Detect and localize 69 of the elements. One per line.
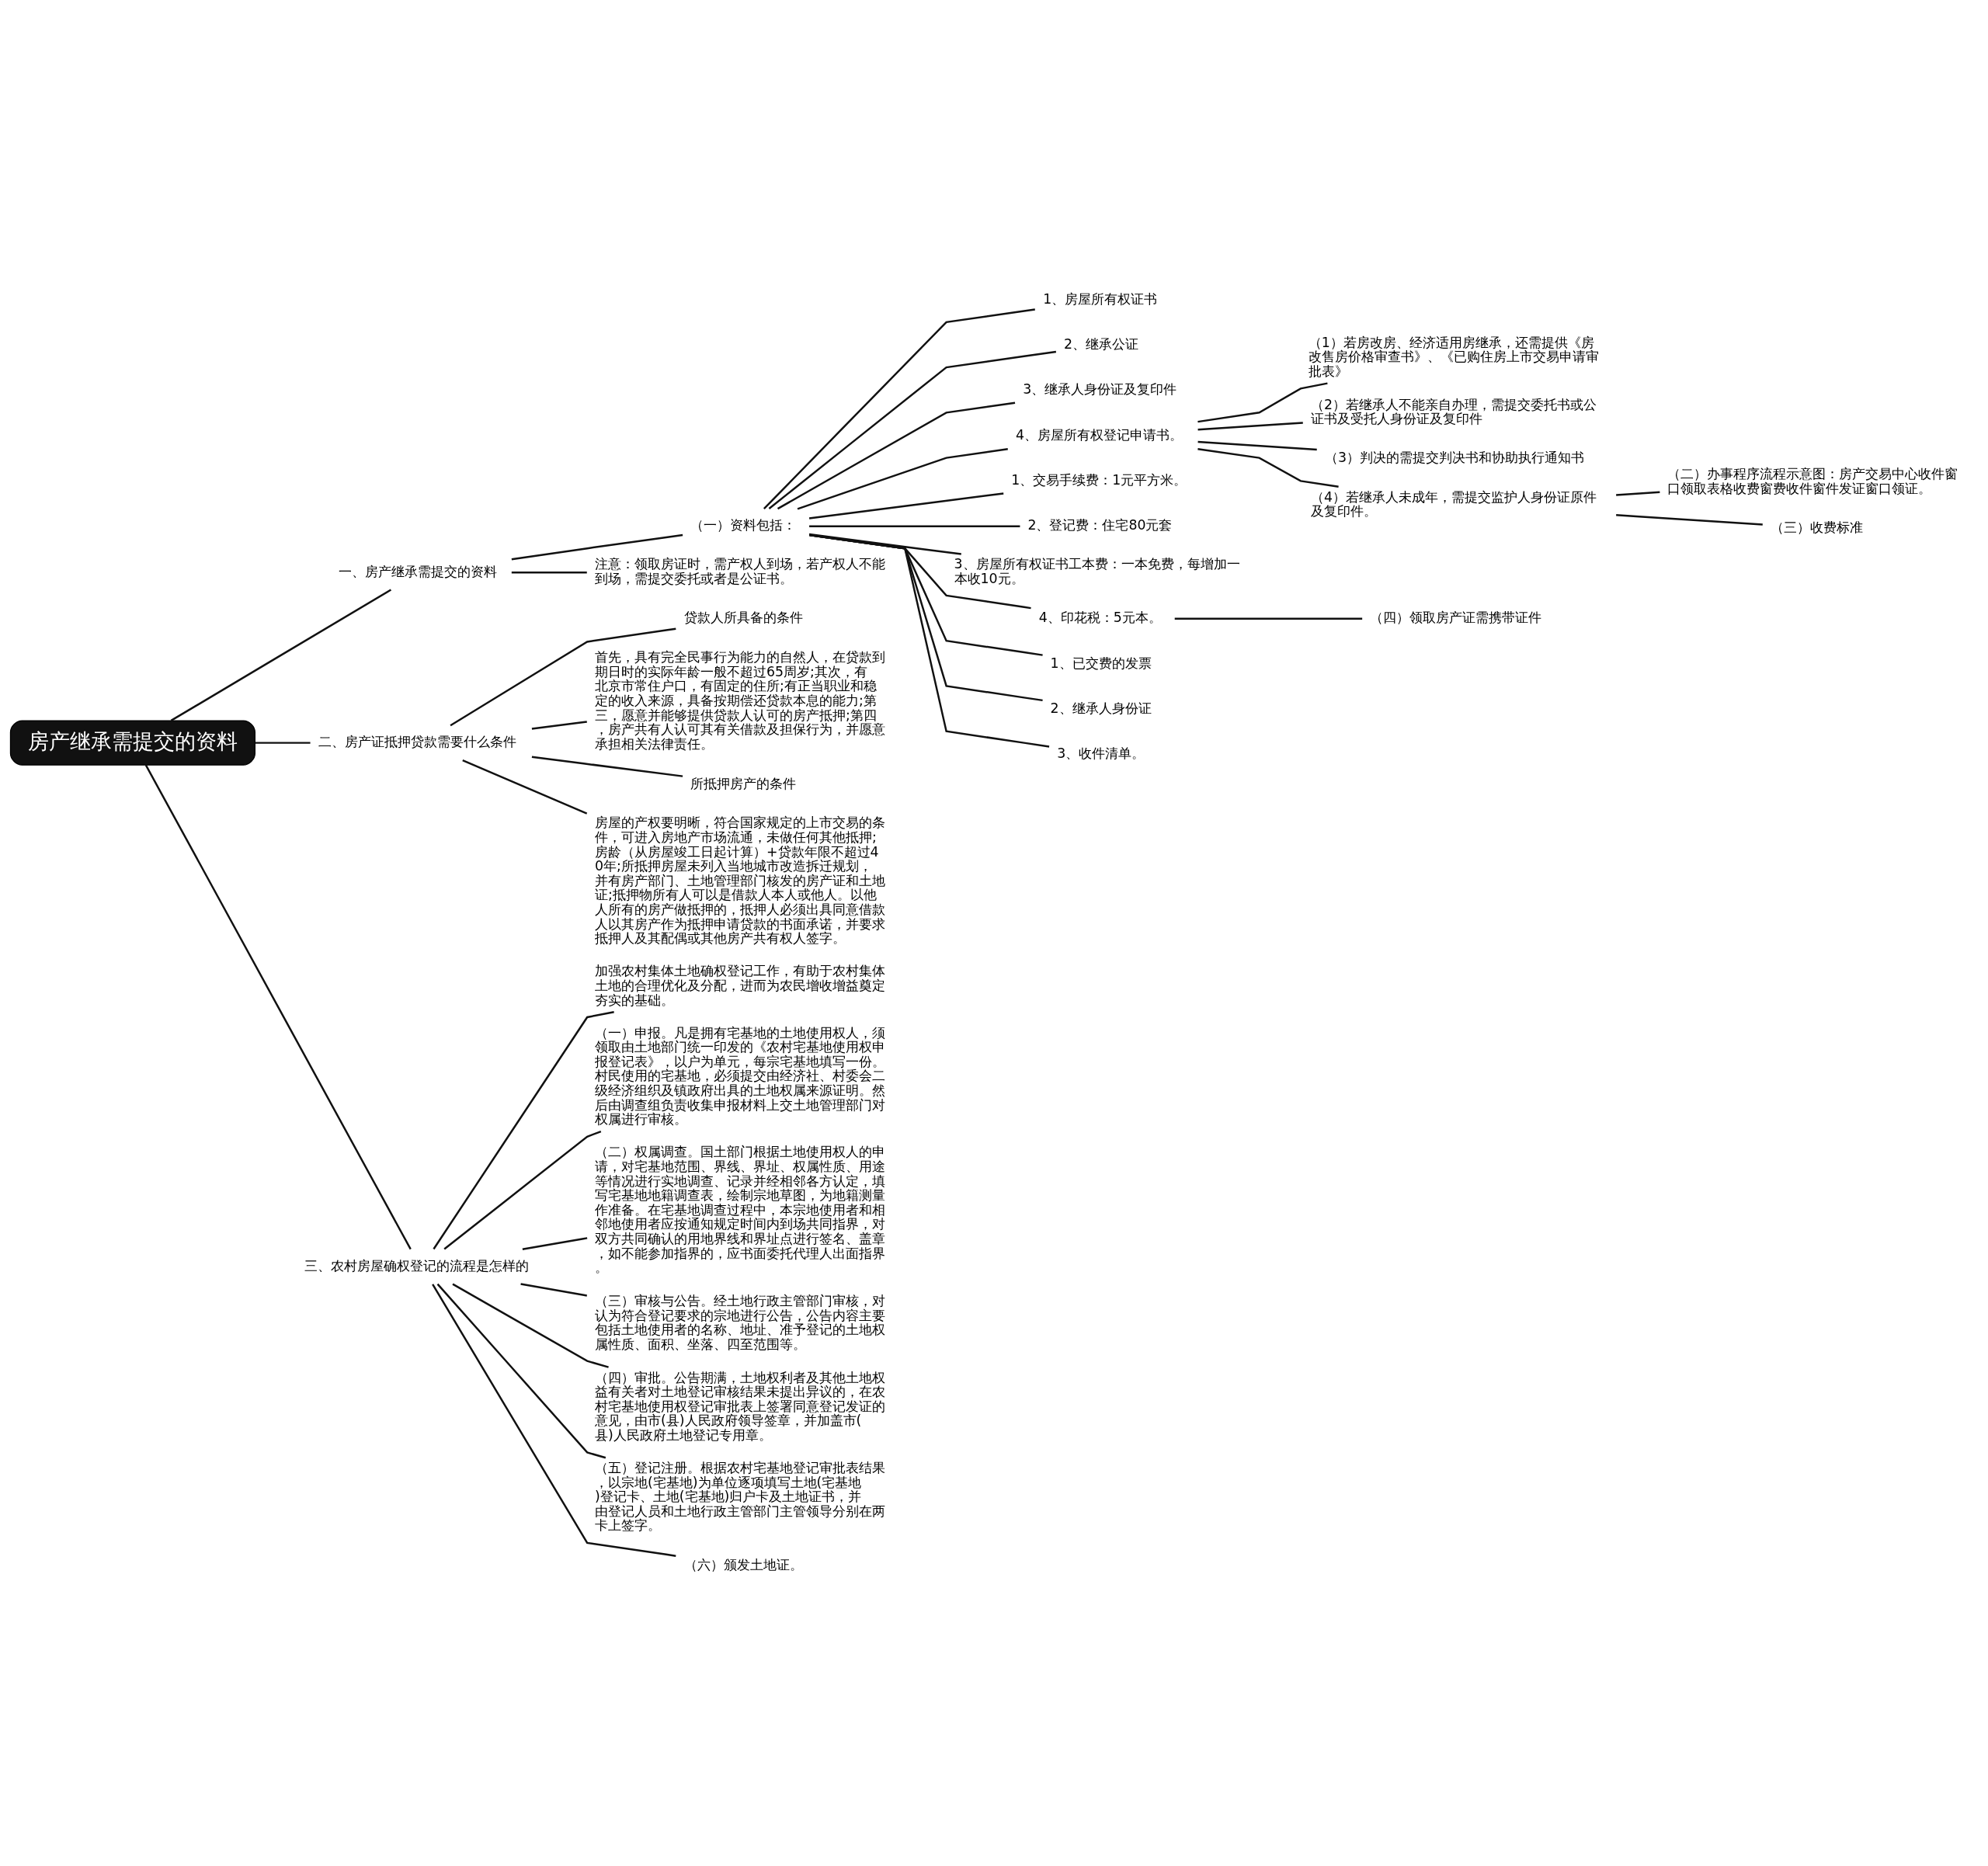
node-box: 房产继承需提交的资料 [9, 720, 255, 766]
node-text: 1、已交费的发票 [1050, 655, 1152, 671]
node-text: （六）颁发土地证。 [683, 1557, 803, 1573]
node-text: 3、收件清单。 [1057, 745, 1145, 762]
node-text: 1、房屋所有权证书 [1043, 290, 1158, 307]
connector [531, 756, 683, 777]
connector [1197, 448, 1339, 488]
connector [450, 627, 676, 727]
node-text: （1）若房改房、经济适用房继承，还需提供《房改售房价格审查书》、《已购住房上市交易申请审批表》 [1308, 334, 1599, 379]
node-text: （二）办事程序流程示意图：房产交易中心收件窗口领取表格收费窗费收件窗件发证窗口领证。 [1667, 465, 1958, 496]
node-text: （一）申报。凡是拥有宅基地的土地使用权人，须领取由土地部门统一印发的《农村宅基地使用权申报登记表》，以户为单元，每宗宅基地填写一份。村民使用的宅基地，必须提交由经济社、村委会二级经济组织及镇政府出具的土地权属来源证明。然后由调查组负责收集申报材料上交土地管理部门对权属进行审核。 [595, 1024, 886, 1128]
connector [1197, 440, 1317, 451]
node-text: 一、房产继承需提交的资料 [338, 563, 497, 579]
node-text: 三、农村房屋确权登记的流程是怎样的 [304, 1257, 529, 1274]
connector [170, 589, 392, 721]
node-text: 二、房产证抵押贷款需要什么条件 [318, 734, 516, 750]
connector [777, 401, 1016, 510]
connector [809, 533, 1043, 702]
connector [768, 350, 1057, 509]
connector [1174, 617, 1363, 620]
node-text: （四）领取房产证需携带证件 [1370, 610, 1542, 626]
connector [452, 1283, 609, 1368]
connector [255, 742, 311, 744]
connector [809, 533, 1031, 610]
node-text: （3）判决的需提交判决书和协助执行通知书 [1324, 450, 1584, 466]
node-text: 首先，具有完全民事行为能力的自然人，在贷款到期日时的实际年龄一般不超过65周岁;其次，有北京市常住户口，有固定的住所;有正当职业和稳定的收入来源，具备按期偿还贷款本息的能力;第三，愿意并能够提供贷款人认可的房产抵押;第四，房产共有人认可其有关借款及担保行为，并愿意承担相关法律责任。 [595, 649, 886, 752]
node-text: 3、房屋所有权证书工本费：一本免费，每增加一本收10元。 [954, 556, 1240, 587]
connector [797, 448, 1008, 510]
connector [1197, 382, 1328, 423]
node-text: 房屋的产权要明晰，符合国家规定的上市交易的条件，可进入房地产市场流通，未做任何其他抵押;房龄（从房屋竣工日起计算）+贷款年限不超过40年;所抵押房屋未列入当地城市改造拆迁规划，并有房产部门、土地管理部门核发的房产证和土地证;抵押物所有人可以是借款人本人或他人。以他人所有的房产做抵押的，抵押人必须出具同意借款人以其房产作为抵押申请贷款的书面承诺，并要求抵押人及其配偶或其他房产共有权人签字。 [595, 815, 886, 947]
node-text: 2、继承人身份证 [1050, 700, 1152, 716]
connector [808, 533, 961, 555]
connector [462, 759, 588, 815]
node-text: 所抵押房产的条件 [690, 775, 797, 791]
connector [511, 571, 587, 574]
node-text: （五）登记注册。根据农村宅基地登记审批表结果，以宗地(宅基地)为单位逐项填写土地(宅基地)登记卡、土地(宅基地)归户卡及土地证书，并由登记人员和土地行政主管部门主管领导分别在两卡上签字。 [595, 1460, 886, 1534]
connector [531, 721, 587, 730]
connector [520, 1283, 587, 1297]
connector [433, 1011, 614, 1250]
node-text: 1、交易手续费：1元平方米。 [1011, 471, 1187, 488]
connector [443, 1130, 602, 1250]
node-text: 4、印花税：5元本。 [1038, 610, 1162, 626]
node-text: 3、继承人身份证及复印件 [1023, 381, 1177, 398]
node-text: （一）资料包括： [690, 517, 797, 533]
node-text: 注意：领取房证时，需产权人到场，若产权人不能到场，需提交委托或者是公证书。 [595, 556, 886, 587]
connector [809, 525, 1020, 527]
node-text: （三）收费标准 [1770, 519, 1863, 535]
node-text: 2、登记费：住宅80元套 [1027, 517, 1173, 533]
node-text: （四）审批。公告期满，土地权利者及其他土地权益有关者对土地登记审核结果未提出异议的，在农村宅基地使用权登记审批表上签署同意登记发证的意见，由市(县)人民政府领导签章，并加盖市(县)人民政府土地登记专用章。 [595, 1369, 886, 1443]
node-text: 4、房屋所有权登记申请书。 [1015, 426, 1183, 443]
connector [809, 533, 1043, 656]
connector [1616, 514, 1763, 526]
node-text: （二）权属调查。国土部门根据土地使用权人的申请，对宅基地范围、界线、界址、权属性质、用途等情况进行实地调查、记录并经相邻各方认定，填写宅基地地籍调查表，绘制宗地草图，为地籍测量作准备。在宅基地调查过程中，本宗地使用者和相邻地使用者应按通知规定时间内到场共同指界，对双方共同确认的用地界线和界址点进行签名、盖章，如不能参加指界的，应书面委托代理人出面指界。 [595, 1144, 886, 1276]
connector [144, 764, 412, 1250]
connector [436, 1283, 606, 1459]
node-text: （4）若继承人未成年，需提交监护人身份证原件及复印件。 [1310, 488, 1597, 519]
connector [432, 1284, 676, 1557]
connector [522, 1237, 588, 1250]
connector [1197, 422, 1303, 431]
connector [808, 492, 1004, 519]
connector [1616, 491, 1660, 496]
connector [763, 308, 1035, 510]
node-text: 加强农村集体土地确权登记工作，有助于农村集体土地的合理优化及分配，进而为农民增收增益奠定夯实的基础。 [595, 963, 886, 1008]
node-text: 2、继承公证 [1063, 336, 1138, 353]
node-text: （三）审核与公告。经土地行政主管部门审核，对认为符合登记要求的宗地进行公告，公告内容主要包括土地使用者的名称、地址、准予登记的土地权属性质、面积、坐落、四至范围等。 [595, 1292, 886, 1352]
node-text: （2）若继承人不能亲自办理，需提交委托书或公证书及受托人身份证及复印件 [1310, 396, 1597, 427]
connector [511, 533, 683, 561]
connector [809, 533, 1050, 748]
node-text: 贷款人所具备的条件 [683, 610, 803, 626]
